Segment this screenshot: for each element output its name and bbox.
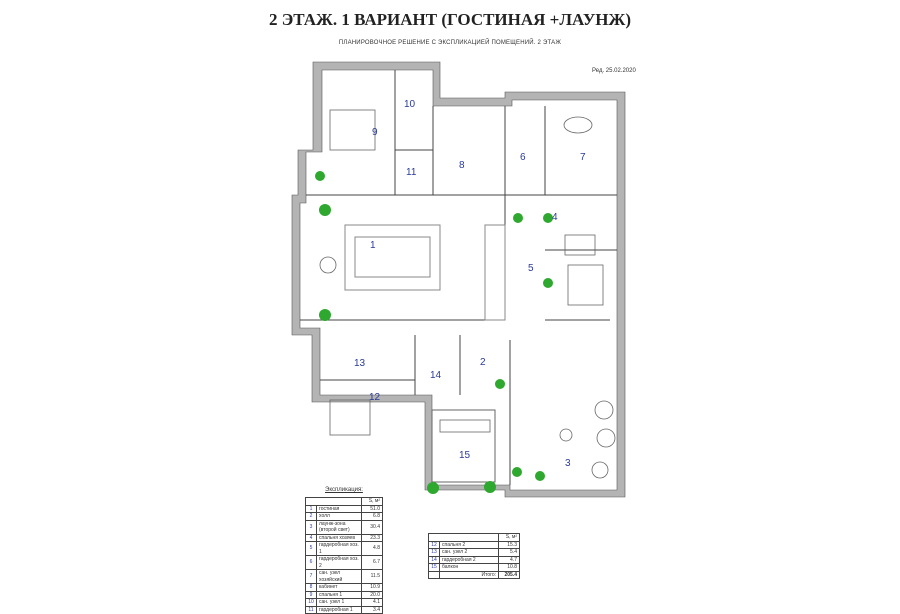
room-area: 20.0 — [361, 590, 383, 599]
room-number: 3 — [565, 458, 571, 469]
room-area: 15.3 — [498, 540, 520, 549]
room-number: 10 — [404, 99, 416, 110]
room-number: 15 — [459, 450, 471, 461]
plants — [315, 171, 553, 494]
room-name: гардеробная 1 — [316, 605, 362, 614]
room-number: 9 — [372, 127, 378, 138]
room-area: 10.8 — [498, 563, 520, 572]
room-name: гардеробная хоз. 1 — [316, 541, 362, 556]
room-name: холл — [316, 512, 362, 521]
room-number: 2 — [480, 357, 486, 368]
room-area: 10.9 — [361, 583, 383, 592]
legend-title: Экспликация: — [325, 487, 363, 493]
room-number: 2 — [305, 512, 317, 521]
room-number: 11 — [305, 605, 317, 614]
room-number: 14 — [428, 555, 440, 564]
room-name: сан. узел хозяйский — [316, 569, 362, 584]
area-header: S, м² — [361, 497, 383, 506]
room-number: 15 — [428, 563, 440, 572]
room-area: 4.8 — [361, 541, 383, 556]
room-number: 5 — [528, 263, 534, 274]
room-number: 3 — [305, 519, 317, 535]
floor-plan: 1 2 3 4 5 6 7 8 9 10 11 12 13 14 15 — [291, 61, 626, 498]
room-name: лаунж-зона (второй свет) — [316, 519, 362, 535]
room-area: 30.4 — [361, 519, 383, 535]
room-area: 23.3 — [361, 533, 383, 542]
room-number: 6 — [520, 152, 526, 163]
room-number: 1 — [370, 240, 376, 251]
room-area: 3.4 — [361, 605, 383, 614]
room-number: 13 — [428, 548, 440, 557]
page-title: 2 ЭТАЖ. 1 ВАРИАНТ (ГОСТИНАЯ +ЛАУНЖ) — [268, 10, 631, 29]
room-number: 5 — [305, 541, 317, 556]
room-name: гардеробная 2 — [439, 555, 499, 564]
revision-date: Ред. 25.02.2020 — [592, 68, 636, 74]
room-number: 6 — [305, 555, 317, 570]
room-number: 13 — [354, 358, 366, 369]
room-number: 8 — [305, 583, 317, 592]
room-number: 7 — [305, 569, 317, 584]
room-name: гардеробная хоз. 2 — [316, 555, 362, 570]
room-area: 6.7 — [361, 555, 383, 570]
room-name: гостиная — [316, 504, 362, 513]
room-numbers: 1 2 3 4 5 6 7 8 9 10 11 12 13 14 15 — [354, 99, 586, 469]
room-name: кабинет — [316, 583, 362, 592]
room-name: спальня 2 — [439, 540, 499, 549]
room-name: балкон — [439, 563, 499, 572]
room-number: 4 — [305, 533, 317, 542]
room-number: 14 — [430, 370, 442, 381]
room-number: 7 — [580, 152, 586, 163]
room-number: 9 — [305, 590, 317, 599]
room-number: 12 — [369, 392, 381, 403]
room-number: 12 — [428, 540, 440, 549]
room-number: 11 — [406, 167, 417, 178]
room-name: спальня хозяев — [316, 533, 362, 542]
room-area: 6.8 — [361, 512, 383, 521]
room-area: 51.0 — [361, 504, 383, 513]
plan-subtitle: ПЛАНИРОВОЧНОЕ РЕШЕНИЕ С ЭКСПЛИКАЦИЕЙ ПОМ… — [338, 40, 562, 46]
total-label: Итого: — [439, 570, 499, 579]
total-value: 205.4 — [498, 570, 520, 579]
furniture — [319, 109, 616, 479]
area-header: S, м² — [498, 533, 520, 542]
interior-walls — [300, 70, 617, 485]
room-area: 5.4 — [498, 548, 520, 557]
room-name: спальня 1 — [316, 590, 362, 599]
room-area: 11.5 — [361, 569, 383, 584]
room-number: 8 — [459, 160, 465, 171]
room-number: 1 — [305, 504, 317, 513]
room-name: сан. узел 2 — [439, 548, 499, 557]
room-number: 4 — [552, 212, 558, 223]
room-area: 4.7 — [498, 555, 520, 564]
